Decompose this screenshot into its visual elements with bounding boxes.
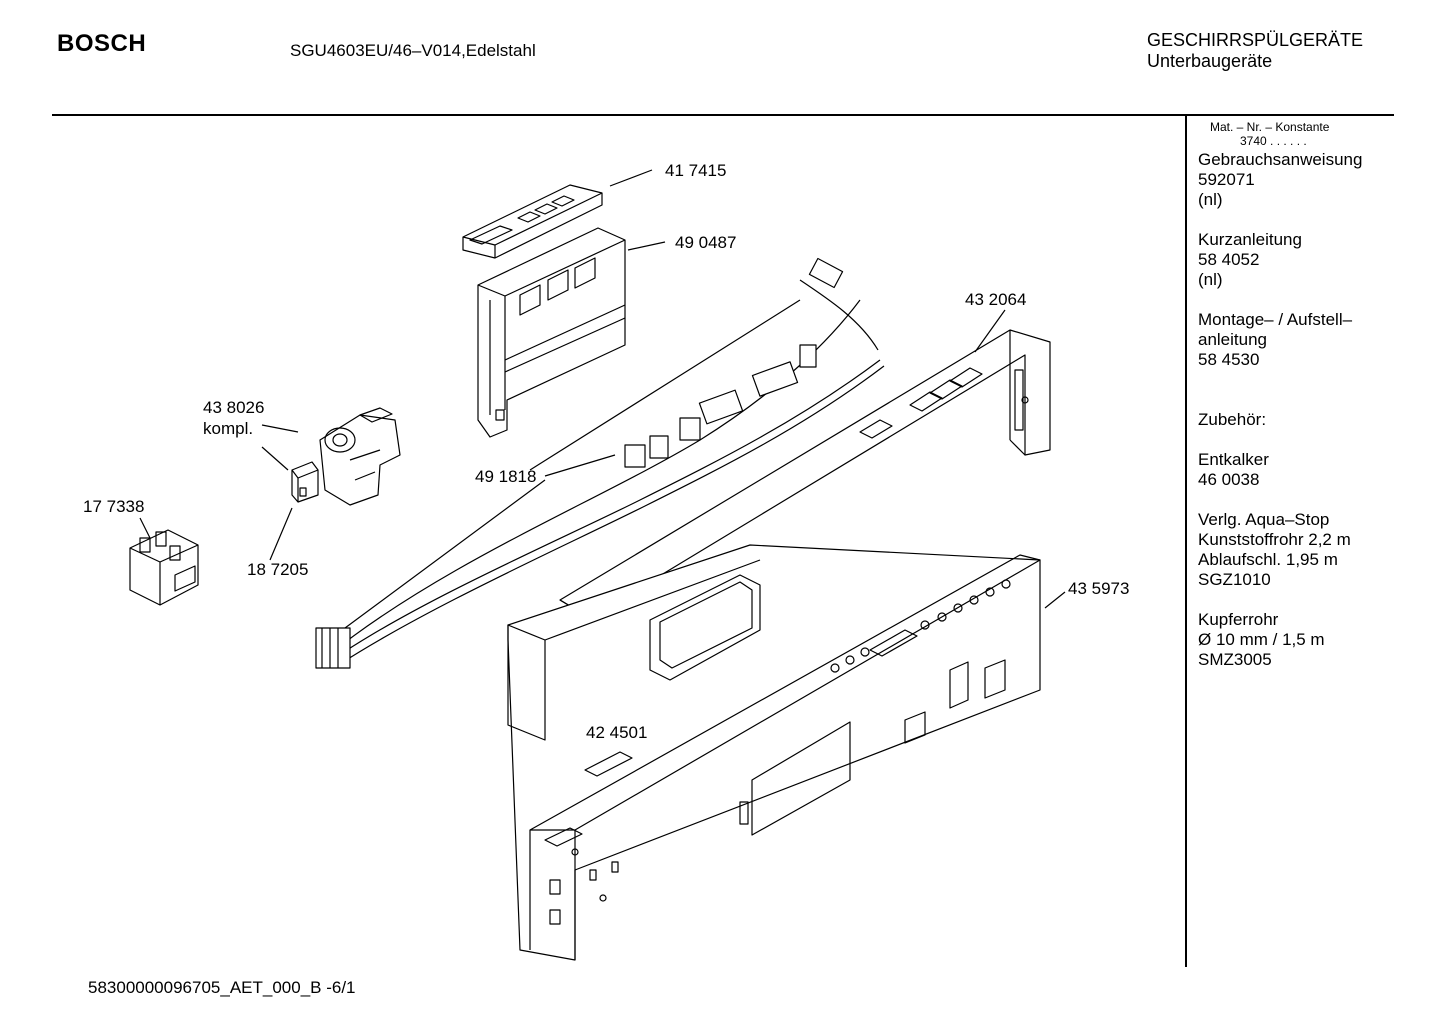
doc-line: 46 0038: [1198, 470, 1260, 489]
part-number-label: 43 2064: [965, 290, 1026, 309]
leader-line: [139, 517, 151, 539]
category-subtitle: Unterbaugeräte: [1147, 51, 1273, 71]
constant-value: 3740 . . . . . .: [1240, 134, 1307, 148]
doc-line: Kupferrohr: [1198, 610, 1279, 629]
doc-line: Ø 10 mm / 1,5 m: [1198, 630, 1325, 649]
leader-line: [609, 169, 653, 187]
document-id: 58300000096705_AET_000_B -6/1: [88, 978, 356, 997]
part-number-label: 17 7338: [83, 497, 144, 516]
leader-line: [529, 299, 801, 471]
part-number-label: 43 8026: [203, 398, 264, 417]
leader-line: [261, 424, 299, 433]
part-control-panel: [507, 544, 1041, 961]
doc-line: Kunststoffrohr 2,2 m: [1198, 530, 1351, 549]
part-number-label: 43 5973: [1068, 579, 1129, 598]
part-capacitor: [291, 461, 319, 503]
doc-line: SMZ3005: [1198, 650, 1272, 669]
doc-line: Gebrauchsanweisung: [1198, 150, 1363, 169]
doc-line: Zubehör:: [1198, 410, 1267, 429]
category-title: GESCHIRRSPÜLGERÄTE: [1147, 30, 1364, 50]
doc-block-installation: Montage– / Aufstell– anleitung 58 4530: [1198, 310, 1362, 370]
leader-line: [269, 507, 293, 561]
part-wire-harness: [315, 257, 885, 669]
leader-line: [974, 309, 1006, 353]
exploded-parts-diagram: 41 7415 49 0487 43 2064 43 8026 kompl. 4…: [83, 161, 1129, 961]
doc-line: Kurzanleitung: [1198, 230, 1302, 249]
doc-line: 592071: [1198, 170, 1255, 189]
doc-block-short-guide: Kurzanleitung 58 4052 (nl): [1198, 230, 1362, 290]
doc-block-manual: Gebrauchsanweisung 592071 (nl): [1198, 150, 1362, 210]
doc-line: 58 4530: [1198, 350, 1260, 369]
doc-line: SGZ1010: [1198, 570, 1271, 589]
leader-line: [261, 446, 289, 471]
part-number-label-extra: kompl.: [203, 419, 253, 438]
sidebar-documents: Gebrauchsanweisung 592071 (nl) Kurzanlei…: [1198, 150, 1362, 690]
model-title: SGU4603EU/46–V014,Edelstahl: [290, 41, 536, 60]
leader-line: [344, 479, 546, 629]
sidebar-divider: [1185, 116, 1187, 967]
leader-line: [544, 454, 616, 477]
part-number-label: 41 7415: [665, 161, 726, 180]
doc-block-copper-pipe: Kupferrohr Ø 10 mm / 1,5 m SMZ3005: [1198, 610, 1362, 670]
doc-line: 58 4052: [1198, 250, 1260, 269]
doc-line: Ablaufschl. 1,95 m: [1198, 550, 1338, 569]
sidebar-heading: Mat. – Nr. – Konstante 3740 . . . . . .: [1210, 120, 1329, 148]
doc-block-descaler: Entkalker 46 0038: [1198, 450, 1362, 490]
doc-line: Montage– / Aufstell–: [1198, 310, 1353, 329]
mat-nr-heading: Mat. – Nr. – Konstante: [1210, 120, 1330, 134]
part-number-label: 49 0487: [675, 233, 736, 252]
part-control-module: [477, 227, 626, 438]
doc-line: anleitung: [1198, 330, 1268, 349]
part-relay: [129, 529, 199, 606]
doc-line: Entkalker: [1198, 450, 1269, 469]
part-actuator-unit: [319, 407, 401, 506]
header-divider: [52, 114, 1394, 116]
part-number-label: 42 4501: [586, 723, 647, 742]
leader-line: [1044, 591, 1066, 609]
doc-line: (nl): [1198, 270, 1223, 289]
brand-logo: BOSCH: [57, 30, 147, 57]
part-keypad-strip: [462, 184, 603, 259]
part-number-label: 18 7205: [247, 560, 308, 579]
leader-line: [627, 241, 666, 251]
doc-line: Verlg. Aqua–Stop: [1198, 510, 1330, 529]
part-number-label: 49 1818: [475, 467, 536, 486]
doc-block-aquastop: Verlg. Aqua–Stop Kunststoffrohr 2,2 m Ab…: [1198, 510, 1362, 590]
doc-line: (nl): [1198, 190, 1223, 209]
doc-block-accessories: Zubehör:: [1198, 410, 1362, 430]
